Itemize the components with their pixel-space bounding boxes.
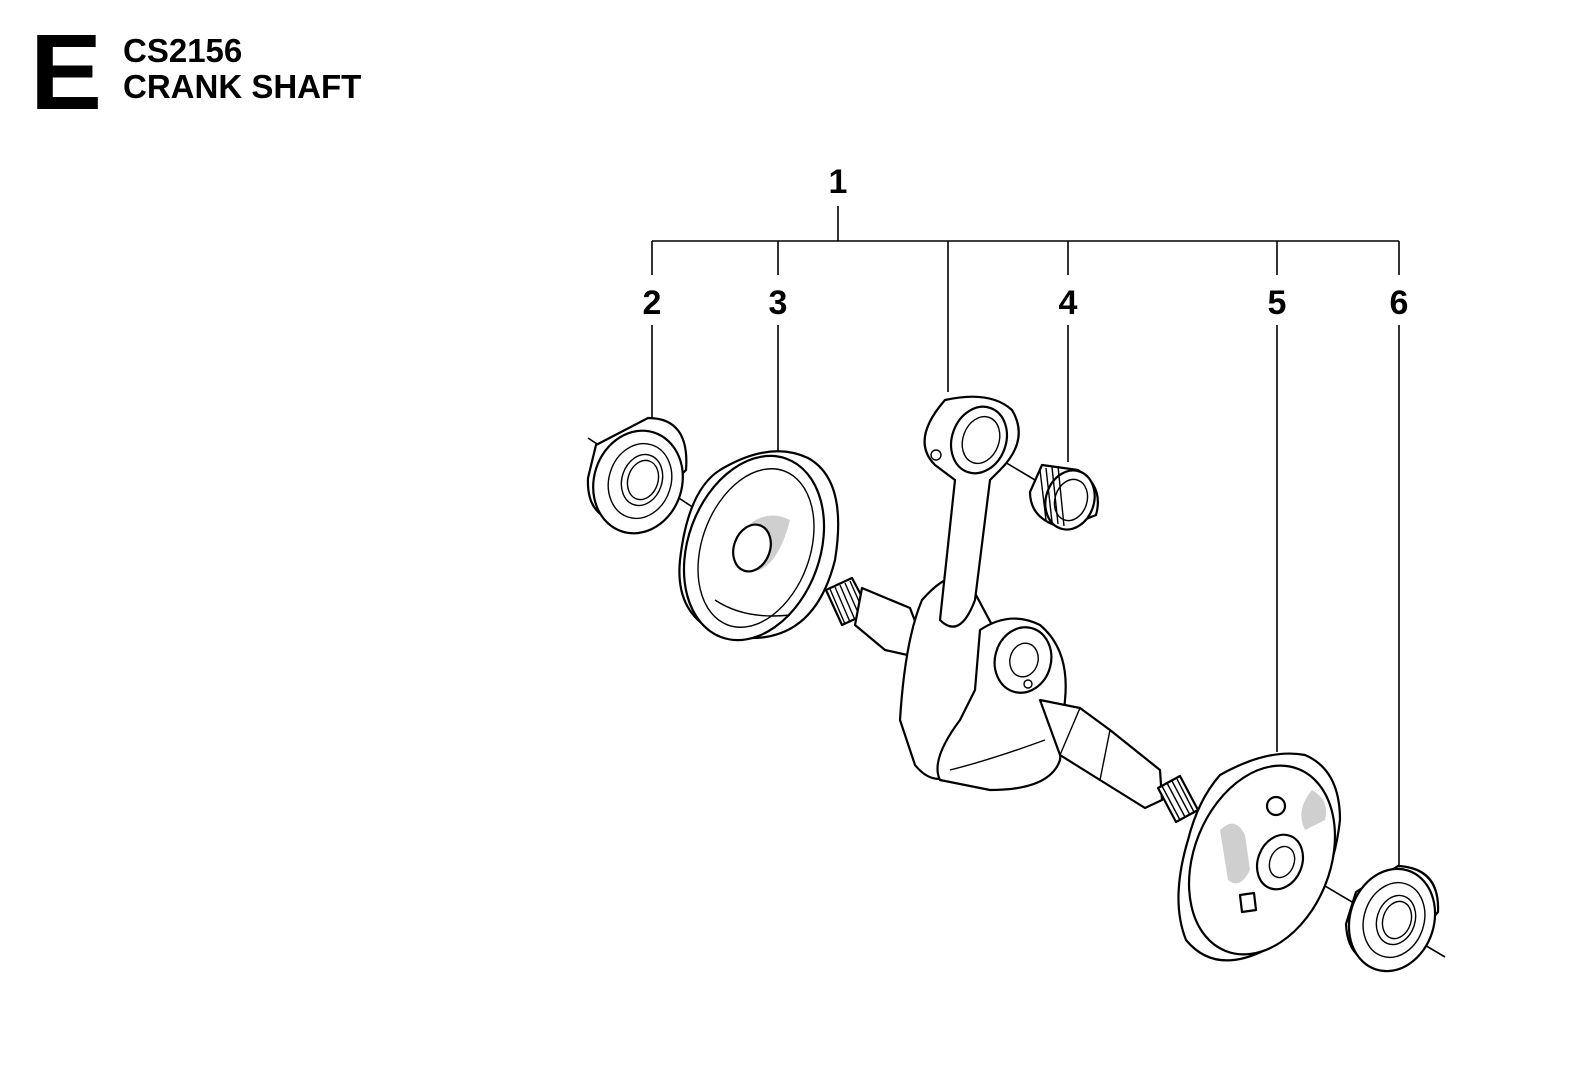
ball-bearing-icon (1344, 864, 1440, 973)
ball-bearing-icon (586, 416, 688, 535)
page-title: CRANK SHAFT (123, 68, 362, 105)
section-letter: E (30, 11, 102, 132)
callout-4: 4 (1059, 284, 1078, 322)
callout-3: 3 (769, 284, 788, 322)
crank-web-icon (678, 450, 840, 642)
model-number: CS2156 (123, 32, 243, 69)
callout-6: 6 (1390, 284, 1409, 322)
crank-web-icon (1177, 752, 1342, 962)
needle-bearing-icon (1028, 463, 1099, 531)
page-header: CS2156 CRANK SHAFT (123, 33, 361, 105)
callout-2: 2 (643, 284, 662, 322)
callout-1: 1 (829, 163, 848, 201)
callout-5: 5 (1268, 284, 1287, 322)
crankshaft-assembly-icon (824, 395, 1200, 824)
